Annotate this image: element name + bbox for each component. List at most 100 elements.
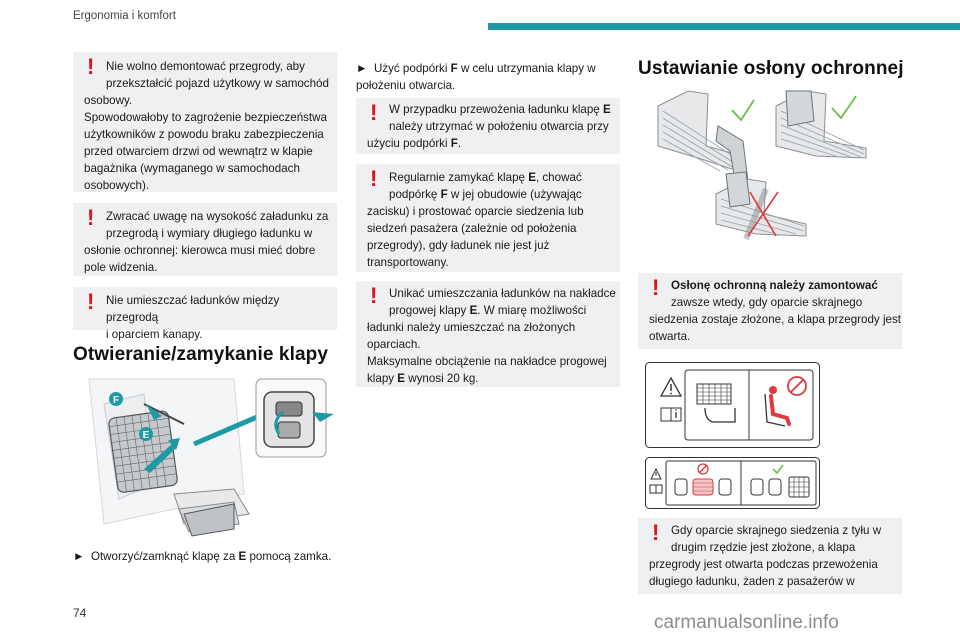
warning-text-bold: E	[528, 171, 536, 184]
warning-text: przegrody), gdy ładunek nie jest już	[367, 239, 550, 252]
manual-book-icon	[660, 407, 682, 422]
warning-text: Maksymalne obciążenie na nakładce progow…	[367, 355, 607, 368]
warning-icon: !	[87, 289, 95, 314]
warning-text: przegrodą i wymiary długiego ładunku w	[106, 227, 313, 240]
figure-flap-lock: F E	[84, 374, 338, 542]
warning-triangle-icon	[659, 376, 683, 397]
watermark: carmanualsonline.info	[654, 612, 839, 633]
warning-text: wynosi 20 kg.	[405, 372, 479, 385]
warning-icon: !	[652, 520, 660, 545]
warning-text: i oparciem kanapy.	[106, 328, 203, 341]
manual-book-icon	[649, 484, 663, 494]
warning-icon: !	[370, 283, 378, 308]
warning-text-bold: E	[469, 304, 478, 317]
seat-layout-prohibited	[674, 463, 732, 496]
figure-cover-positions	[648, 86, 878, 246]
warning-icon: !	[652, 275, 660, 300]
warning-text: , chować	[535, 171, 582, 184]
cover-position-correct-2	[775, 90, 867, 159]
warning-icon: !	[370, 100, 378, 125]
step-text: Otworzyć/zamknąć klapę za	[90, 550, 239, 563]
figure-label-e: E	[143, 430, 150, 441]
page-number: 74	[73, 606, 87, 620]
warning-text: drugim rzędzie jest złożone, a klapa	[671, 541, 856, 554]
warning-text: transportowany.	[367, 256, 449, 269]
bullet-arrow: ►	[356, 62, 368, 75]
mesh-cover-icon	[696, 383, 736, 423]
warning-text: oparciach.	[367, 338, 421, 351]
warning-text: podpórkę	[389, 188, 441, 201]
warning-text: użyciu podpórki	[367, 137, 451, 150]
warning-icon: !	[87, 54, 95, 79]
warning-text: Regularnie zamykać klapę	[389, 171, 529, 184]
step-open-close-flap: ► Otworzyć/zamknąć klapę za E pomocą zam…	[73, 548, 331, 565]
warning-text-bold: F	[440, 188, 448, 201]
warning-text: należy utrzymać w położeniu otwarcia prz…	[389, 120, 609, 133]
warning-box-no-load-between: ! Nie umieszczać ładunków między przegro…	[73, 287, 337, 341]
warning-text-bold: F	[450, 137, 458, 150]
header-accent-bar	[488, 23, 960, 30]
warning-text: długiego ładunku, żaden z pasażerów w	[649, 575, 855, 588]
check-icon	[831, 95, 857, 120]
running-header: Ergonomia i komfort	[73, 10, 176, 22]
seat-layout-allowed	[750, 464, 810, 498]
warning-text: Gdy oparcie skrajnego siedzenia z tyłu w	[671, 524, 882, 537]
bullet-arrow: ►	[73, 550, 85, 563]
no-passenger-icon	[764, 376, 807, 427]
step-text: w celu utrzymania klapy w	[457, 62, 596, 75]
warning-text: Zwracać uwagę na wysokość załadunku za	[106, 210, 329, 223]
warning-text-bold: E	[397, 372, 406, 385]
warning-text: zacisku) i prostować oparcie siedzenia l…	[367, 205, 584, 218]
warning-box-mount-cover: ! Osłonę ochronną należy zamontować zaws…	[638, 273, 902, 349]
warning-text: siedzenia zostaje złożone, a klapa przeg…	[649, 313, 901, 326]
warning-icon: !	[370, 166, 378, 191]
warning-text: w jej obudowie (używając	[447, 188, 582, 201]
warning-text: osobowych).	[84, 179, 150, 192]
figure-label-f: F	[113, 395, 119, 406]
step-text: pomocą zamka.	[246, 550, 332, 563]
pictogram-label-large	[645, 362, 820, 448]
warning-text: siedzeń pasażera (zależnie od położenia	[367, 222, 577, 235]
warning-text: .	[457, 137, 462, 150]
step-text-bold: F	[450, 62, 458, 75]
warning-text: progowej klapy	[389, 304, 470, 317]
warning-text: bagażnika (wymaganego w samochodach	[84, 162, 300, 175]
warning-text: osłonie ochronnej: kierowca musi mieć do…	[84, 244, 316, 257]
warning-box-no-passenger: ! Gdy oparcie skrajnego siedzenia z tyłu…	[638, 518, 902, 594]
warning-text: osobowy.	[84, 94, 133, 107]
warning-text: przed otwarciem drzwi od wewnątrz w klap…	[84, 145, 313, 158]
section-heading-protective-cover: Ustawianie osłony ochronnej	[638, 58, 904, 79]
warning-text: użytkowników z powodu braku zabezpieczen…	[84, 128, 324, 141]
step-use-support: ► Użyć podpórki F w celu utrzymania klap…	[356, 60, 620, 94]
warning-text: Unikać umieszczania ładunków na nakładce	[389, 287, 616, 300]
warning-text: zawsze wtedy, gdy oparcie skrajnego	[671, 296, 863, 309]
check-icon	[731, 99, 755, 122]
warning-text: Nie umieszczać ładunków między przegrodą	[106, 294, 280, 324]
pictogram-label-small	[645, 457, 820, 509]
step-text-bold: E	[238, 550, 247, 563]
warning-box-threshold-load: ! Unikać umieszczania ładunków na nakład…	[356, 281, 620, 387]
section-heading-flap: Otwieranie/zamykanie klapy	[73, 344, 328, 365]
warning-text: W przypadku przewożenia ładunku klapę	[389, 103, 603, 116]
step-text: Użyć podpórki	[373, 62, 451, 75]
warning-triangle-icon	[650, 467, 662, 480]
warning-box-hold-flap: ! W przypadku przewożenia ładunku klapę …	[356, 98, 620, 154]
cover-position-correct-1	[657, 90, 755, 187]
warning-text: Spowodowałoby to zagrożenie bezpieczeńst…	[84, 111, 327, 124]
warning-text: otwarta.	[649, 330, 691, 343]
warning-text: . W miarę możliwości	[477, 304, 587, 317]
warning-text: Nie wolno demontować przegrody, aby	[106, 60, 305, 73]
warning-box-load-height: ! Zwracać uwagę na wysokość załadunku za…	[73, 203, 337, 276]
warning-text: ładunki należy umieszczać na złożonych	[367, 321, 576, 334]
warning-icon: !	[87, 205, 95, 230]
cover-position-incorrect	[715, 171, 807, 241]
step-text: położeniu otwarcia.	[356, 79, 456, 92]
warning-box-no-dismount: ! Nie wolno demontować przegrody, aby pr…	[73, 52, 337, 192]
warning-text-bold: E	[602, 103, 611, 116]
warning-text: klapy	[367, 372, 398, 385]
warning-text: przegrody jest otwarta podczas przewożen…	[649, 558, 878, 571]
warning-text: przekształcić pojazd użytkowy w samochód	[106, 77, 329, 90]
warning-text: pole widzenia.	[84, 261, 158, 274]
warning-text-bold: Osłonę ochronną należy zamontować	[671, 279, 878, 292]
warning-box-close-flap: ! Regularnie zamykać klapę E, chować pod…	[356, 164, 620, 272]
